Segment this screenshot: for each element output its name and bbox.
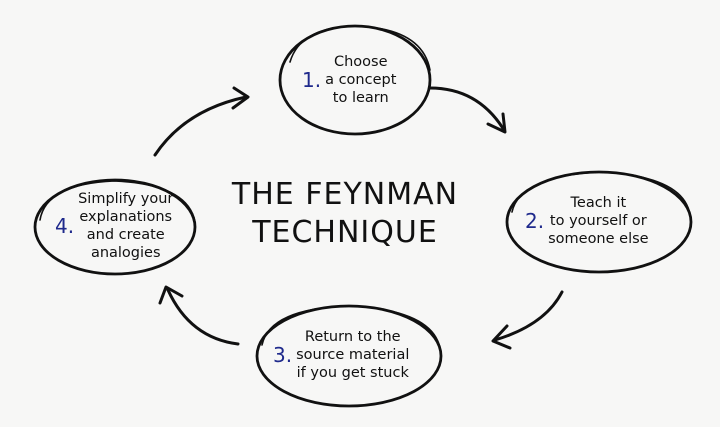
step-2-oval-sketch [511, 171, 691, 216]
step-4-number: 4. [55, 214, 75, 238]
step-1-line-2: a concept [325, 72, 397, 88]
step-1: 1. Choose a concept to learn [302, 53, 396, 107]
step-1-line-1: Choose [333, 54, 388, 70]
step-2-line-3: someone else [548, 231, 649, 247]
step-2-line-1: Teach it [570, 195, 627, 211]
step-3-text: Return to the source material if you get… [296, 328, 409, 382]
step-1-line-3: to learn [332, 90, 389, 106]
arrow-4-to-1 [153, 95, 248, 157]
step-3-number: 3. [273, 343, 293, 367]
step-3-line-3: if you get stuck [296, 365, 409, 381]
step-4-line-3: and create [86, 227, 165, 243]
step-2-line-2: to yourself or [549, 213, 647, 229]
step-1-text: Choose a concept to learn [325, 53, 396, 107]
step-3: 3. Return to the source material if you … [273, 328, 409, 382]
step-2: 2. Teach it to yourself or someone else [525, 194, 649, 248]
step-1-oval-sketch [289, 25, 431, 71]
arrow-1-to-2 [428, 86, 506, 132]
arrow-2-to-3-head [491, 324, 512, 350]
step-4-line-1: Simplify your [78, 191, 174, 207]
step-2-text: Teach it to yourself or someone else [548, 194, 649, 248]
step-2-number: 2. [525, 209, 545, 233]
arrow-2-to-3 [493, 290, 564, 342]
arrow-3-to-4-head [158, 285, 184, 305]
step-4: 4. Simplify your explanations and create… [55, 190, 173, 262]
step-1-number: 1. [302, 68, 322, 92]
step-4-oval [33, 178, 197, 276]
diagram-title: THE FEYNMAN TECHNIQUE [230, 176, 460, 252]
step-3-line-1: Return to the [304, 329, 401, 345]
arrow-1-to-2-head [486, 112, 507, 134]
step-4-line-4: analogies [90, 245, 161, 261]
step-3-line-2: source material [296, 347, 410, 363]
arrow-4-to-1-head [231, 86, 250, 110]
arrow-3-to-4 [166, 288, 240, 346]
title-line-2: TECHNIQUE [252, 215, 438, 250]
step-4-oval-sketch [39, 180, 196, 223]
step-4-text: Simplify your explanations and create an… [78, 190, 173, 262]
step-3-oval-sketch [261, 305, 441, 349]
title-line-1: THE FEYNMAN [231, 177, 459, 212]
step-4-line-2: explanations [79, 209, 173, 225]
